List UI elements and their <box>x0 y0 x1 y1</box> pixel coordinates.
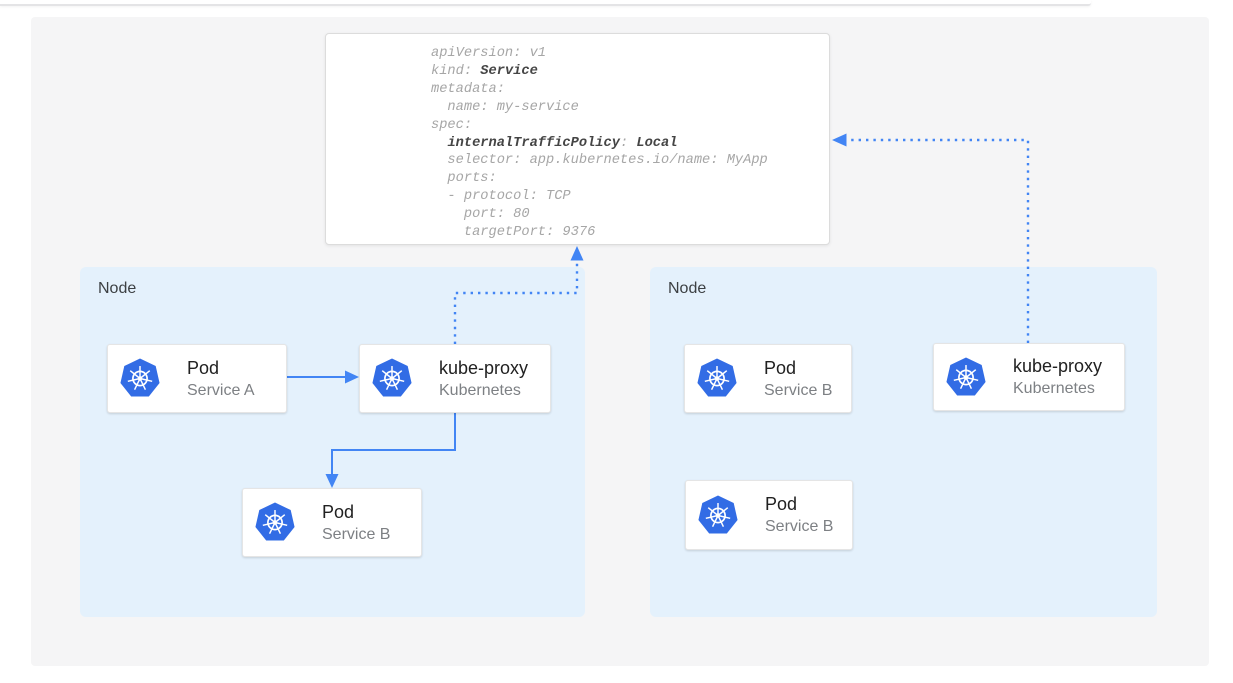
kubernetes-icon <box>118 357 162 400</box>
kubernetes-icon <box>695 357 739 400</box>
card-subtitle: Service B <box>322 525 391 543</box>
card-title: kube-proxy <box>439 357 529 378</box>
kubernetes-icon <box>370 357 414 400</box>
yaml-line: name: my-service <box>431 99 579 115</box>
card-title: Pod <box>765 494 798 514</box>
card-subtitle: Service B <box>764 381 833 399</box>
card-title: Pod <box>322 501 355 522</box>
yaml-line: internalTrafficPolicy: Local <box>447 135 678 151</box>
card-subtitle: Kubernetes <box>439 381 521 399</box>
yaml-line: spec: <box>431 117 473 133</box>
yaml-line: ports: <box>431 171 497 187</box>
yaml-line: apiVersion: v1 <box>431 46 546 61</box>
kube-proxy-card-right: kube-proxy Kubernetes <box>933 343 1125 411</box>
kube-proxy-card-left: kube-proxy Kubernetes <box>359 344 551 413</box>
kubernetes-icon <box>696 494 740 537</box>
card-title: Pod <box>187 357 220 378</box>
pod-service-b-card-left: Pod Service B <box>242 488 422 557</box>
card-subtitle: Service B <box>765 518 834 535</box>
yaml-line: targetPort: 9376 <box>431 225 596 241</box>
yaml-line: - protocol: TCP <box>431 189 571 205</box>
kubernetes-icon <box>944 356 988 399</box>
card-subtitle: Service A <box>187 381 255 399</box>
yaml-line: metadata: <box>431 81 505 97</box>
node-label: Node <box>98 280 137 297</box>
cropped-header-rule <box>0 0 1091 6</box>
service-yaml-card: apiVersion: v1 kind: Service metadata: n… <box>325 33 830 245</box>
card-title: Pod <box>764 357 797 378</box>
pod-service-b-card-right-bottom: Pod Service B <box>685 480 853 550</box>
kubernetes-icon <box>253 501 297 544</box>
node-box-right: Node <box>650 267 1157 617</box>
yaml-line: port: 80 <box>431 207 530 223</box>
node-box-left: Node <box>80 267 585 617</box>
node-label: Node <box>668 280 707 297</box>
yaml-line: selector: app.kubernetes.io/name: MyApp <box>431 153 768 169</box>
pod-service-b-card-right-top: Pod Service B <box>684 344 852 413</box>
card-title: kube-proxy <box>1013 356 1103 376</box>
yaml-line: kind: Service <box>431 63 538 79</box>
card-subtitle: Kubernetes <box>1013 380 1095 397</box>
pod-service-a-card: Pod Service A <box>107 344 287 413</box>
